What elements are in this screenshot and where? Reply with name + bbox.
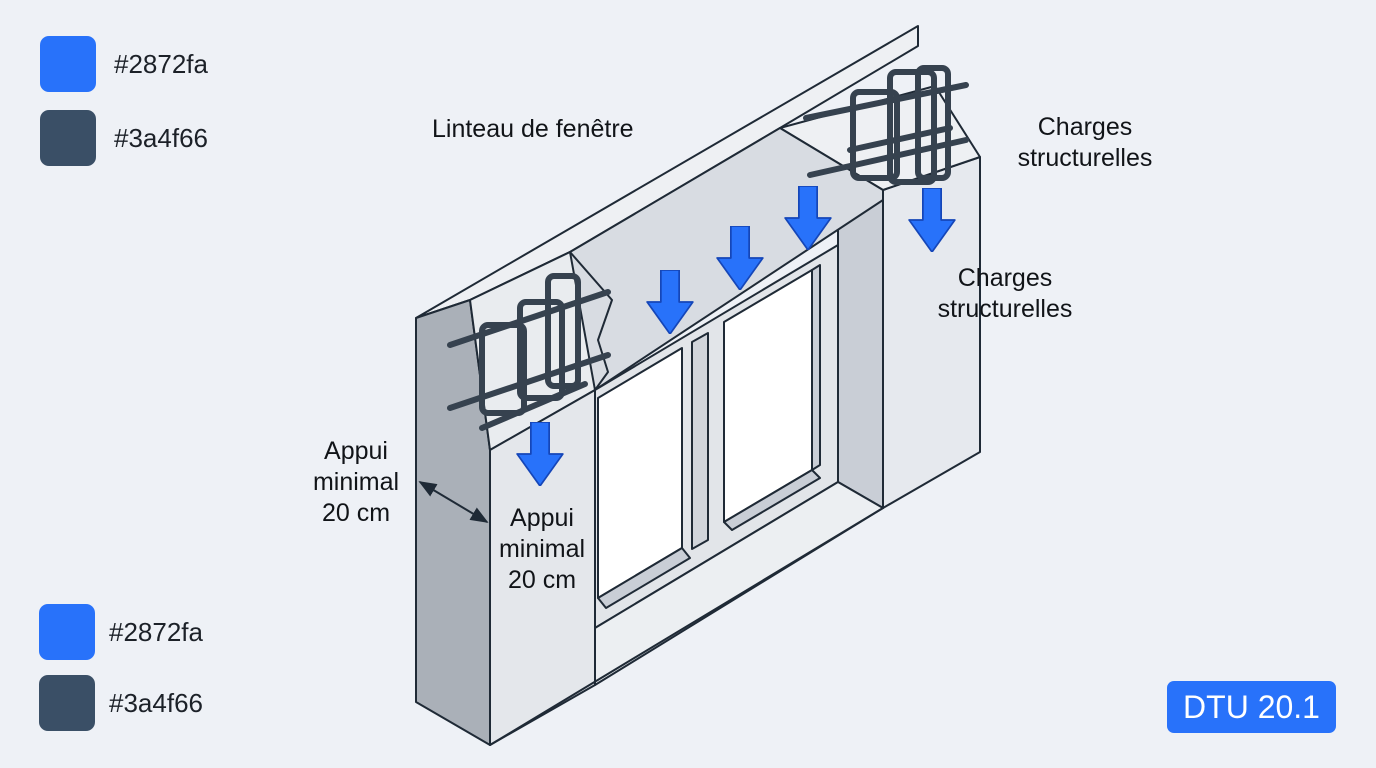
color-code-label: #2872fa: [114, 48, 208, 79]
legend-swatch-top-2: #3a4f66: [40, 110, 208, 166]
label-line: minimal: [498, 535, 586, 563]
label-line: structurelles: [1017, 144, 1153, 172]
label-line: minimal: [312, 468, 400, 496]
color-code-label: #3a4f66: [114, 122, 208, 153]
lintel-break-edge: [569, 251, 613, 391]
label-line: structurelles: [937, 295, 1073, 323]
structural-loads-label-mid: Charges structurelles: [922, 263, 1088, 325]
label-line: Charges: [1037, 113, 1133, 141]
color-chip: [39, 604, 95, 660]
legend-swatch-bottom-1: #2872fa: [39, 604, 203, 660]
label-line: 20 cm: [321, 499, 391, 527]
color-chip: [40, 110, 96, 166]
bottom-edge: [489, 507, 884, 746]
label-line: Appui: [510, 504, 574, 532]
color-chip: [39, 675, 95, 731]
dtu-standard-badge: DTU 20.1: [1167, 681, 1336, 733]
legend-swatch-top-1: #2872fa: [40, 36, 208, 92]
label-line: Charges: [957, 264, 1053, 292]
color-code-label: #3a4f66: [109, 687, 203, 718]
color-code-label: #2872fa: [109, 616, 203, 647]
lintel-label-text: Linteau de fenêtre: [432, 115, 634, 143]
badge-text: DTU 20.1: [1183, 689, 1320, 725]
label-line: 20 cm: [507, 566, 577, 594]
minimum-support-label-outer: Appui minimal 20 cm: [300, 436, 412, 529]
color-chip: [40, 36, 96, 92]
window: [594, 244, 884, 686]
rebar-cage-right: [803, 65, 969, 185]
rebar-cage-left: [447, 273, 611, 431]
right-wall: [779, 85, 981, 509]
lintel-label: Linteau de fenêtre: [432, 114, 634, 145]
minimum-support-label-inner: Appui minimal 20 cm: [486, 503, 598, 596]
label-line: Appui: [324, 437, 388, 465]
support-dimension-arrow: [418, 481, 489, 523]
legend-swatch-bottom-2: #3a4f66: [39, 675, 203, 731]
structural-loads-label-top: Charges structurelles: [1002, 112, 1168, 174]
